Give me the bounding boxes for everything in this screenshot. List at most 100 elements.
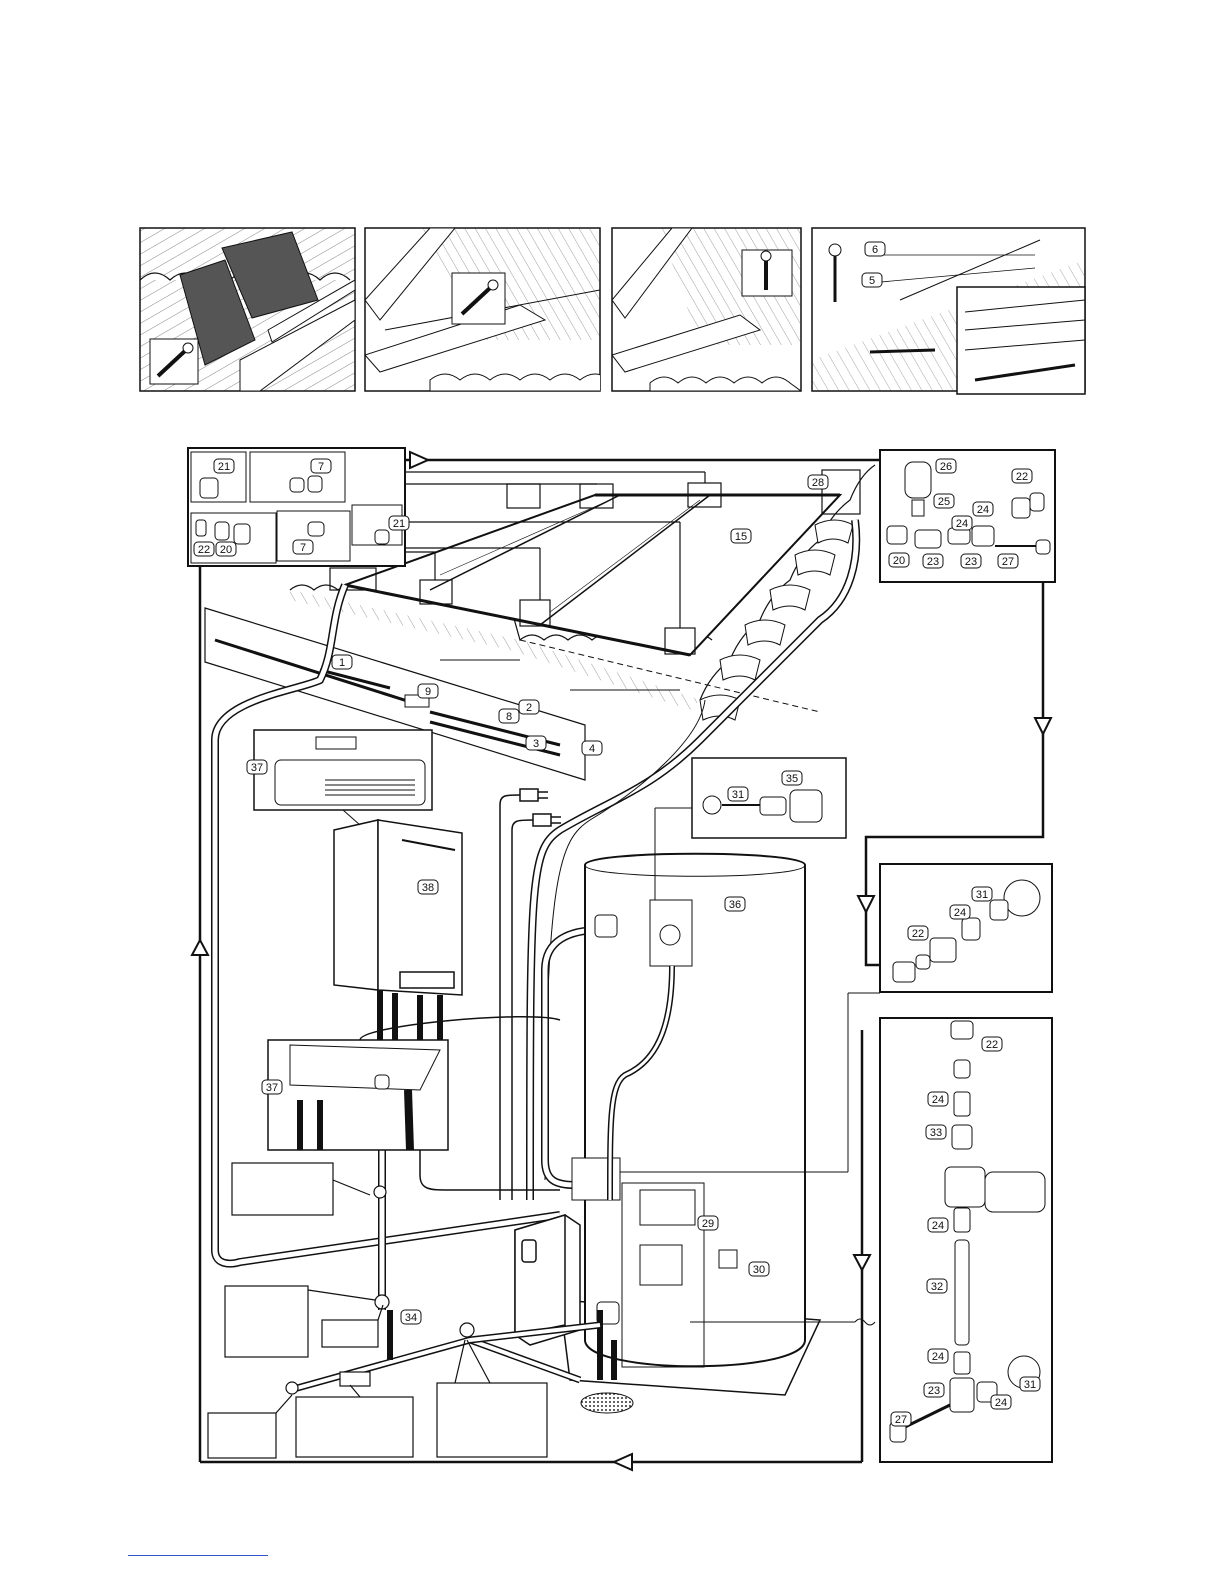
callout-24d: 24 — [928, 1092, 948, 1106]
callout-4: 4 — [582, 741, 602, 755]
callout-36: 36 — [725, 897, 745, 911]
svg-text:7: 7 — [300, 542, 306, 554]
svg-text:15: 15 — [735, 531, 747, 543]
callout-34: 34 — [401, 1310, 421, 1324]
svg-text:24: 24 — [956, 518, 968, 530]
callout-33: 33 — [926, 1125, 946, 1139]
svg-text:22: 22 — [1016, 471, 1028, 483]
callout-22d: 22 — [982, 1037, 1002, 1051]
callout-28: 28 — [808, 475, 828, 489]
callout-37b: 37 — [262, 1080, 282, 1094]
svg-text:30: 30 — [753, 1264, 765, 1276]
svg-text:31: 31 — [976, 889, 988, 901]
svg-text:7: 7 — [318, 461, 324, 473]
detail-panel-rail-underside — [365, 228, 610, 391]
callout-23b: 23 — [961, 554, 981, 568]
callout-27b: 27 — [891, 1412, 911, 1426]
callout-22c: 22 — [908, 926, 928, 940]
callout-3: 3 — [526, 736, 546, 750]
svg-text:34: 34 — [405, 1312, 417, 1324]
svg-text:24: 24 — [932, 1351, 944, 1363]
svg-text:26: 26 — [940, 461, 952, 473]
svg-text:31: 31 — [732, 789, 744, 801]
svg-text:20: 20 — [220, 544, 232, 556]
callout-7a: 7 — [311, 459, 331, 473]
callout-8: 8 — [499, 709, 519, 723]
callout-9: 9 — [418, 684, 438, 698]
svg-text:24: 24 — [932, 1094, 944, 1106]
svg-text:25: 25 — [938, 496, 950, 508]
svg-text:33: 33 — [930, 1127, 942, 1139]
callout-38: 38 — [418, 880, 438, 894]
callout-24b: 24 — [952, 516, 972, 530]
svg-text:23: 23 — [927, 556, 939, 568]
svg-text:24: 24 — [932, 1220, 944, 1232]
callout-29: 29 — [698, 1216, 718, 1230]
svg-text:38: 38 — [422, 882, 434, 894]
detail-box-mounting-brackets — [254, 730, 432, 825]
footer-link-underline — [128, 1555, 268, 1556]
callout-1: 1 — [332, 655, 352, 669]
svg-text:3: 3 — [533, 738, 539, 750]
detail-panel-rail-fixing — [612, 228, 801, 391]
callout-20a: 20 — [216, 542, 236, 556]
svg-text:21: 21 — [393, 518, 405, 530]
svg-text:1: 1 — [339, 657, 345, 669]
callout-15: 15 — [731, 529, 751, 543]
svg-text:24: 24 — [954, 907, 966, 919]
callout-30: 30 — [749, 1262, 769, 1276]
callout-24g: 24 — [991, 1395, 1011, 1409]
svg-text:29: 29 — [702, 1218, 714, 1230]
blank-label-boxes — [208, 1163, 547, 1458]
detail-box-booster-connections — [268, 1040, 448, 1150]
svg-text:5: 5 — [869, 275, 875, 287]
callout-21b: 21 — [389, 516, 409, 530]
svg-text:2: 2 — [526, 702, 532, 714]
svg-text:31: 31 — [1024, 1379, 1036, 1391]
svg-text:6: 6 — [872, 244, 878, 256]
svg-text:37: 37 — [266, 1082, 278, 1094]
detail-panel-bracket-fixing — [812, 228, 1085, 394]
callout-23a: 23 — [923, 554, 943, 568]
svg-text:23: 23 — [965, 556, 977, 568]
callout-31b: 31 — [972, 887, 992, 901]
svg-text:22: 22 — [986, 1039, 998, 1051]
callout-24f: 24 — [928, 1349, 948, 1363]
callout-35: 35 — [782, 771, 802, 785]
svg-text:24: 24 — [977, 504, 989, 516]
svg-text:37: 37 — [251, 762, 263, 774]
callout-6: 6 — [865, 242, 885, 256]
svg-text:9: 9 — [425, 686, 431, 698]
svg-text:27: 27 — [895, 1414, 907, 1426]
callout-37a: 37 — [247, 760, 267, 774]
svg-text:8: 8 — [506, 711, 512, 723]
svg-text:27: 27 — [1002, 556, 1014, 568]
storage-tank — [560, 854, 820, 1413]
screw-icon — [452, 273, 505, 324]
screw-icon — [742, 250, 792, 296]
callout-31c: 31 — [1020, 1377, 1040, 1391]
svg-text:35: 35 — [786, 773, 798, 785]
svg-text:22: 22 — [198, 544, 210, 556]
svg-text:4: 4 — [589, 743, 595, 755]
svg-text:23: 23 — [928, 1385, 940, 1397]
callout-2: 2 — [519, 700, 539, 714]
svg-text:32: 32 — [931, 1281, 943, 1293]
screw-icon — [150, 339, 198, 384]
gas-booster-unit — [334, 820, 560, 1040]
callout-23c: 23 — [924, 1383, 944, 1397]
callout-21a: 21 — [214, 459, 234, 473]
detail-panel-tile-roof — [140, 228, 355, 391]
svg-text:36: 36 — [729, 899, 741, 911]
svg-text:20: 20 — [893, 555, 905, 567]
svg-text:21: 21 — [218, 461, 230, 473]
callout-24a: 24 — [973, 502, 993, 516]
callout-7b: 7 — [293, 540, 313, 554]
callout-32: 32 — [927, 1279, 947, 1293]
svg-text:22: 22 — [912, 928, 924, 940]
callout-27a: 27 — [998, 554, 1018, 568]
callout-26: 26 — [936, 459, 956, 473]
svg-text:24: 24 — [995, 1397, 1007, 1409]
callout-24e: 24 — [928, 1218, 948, 1232]
